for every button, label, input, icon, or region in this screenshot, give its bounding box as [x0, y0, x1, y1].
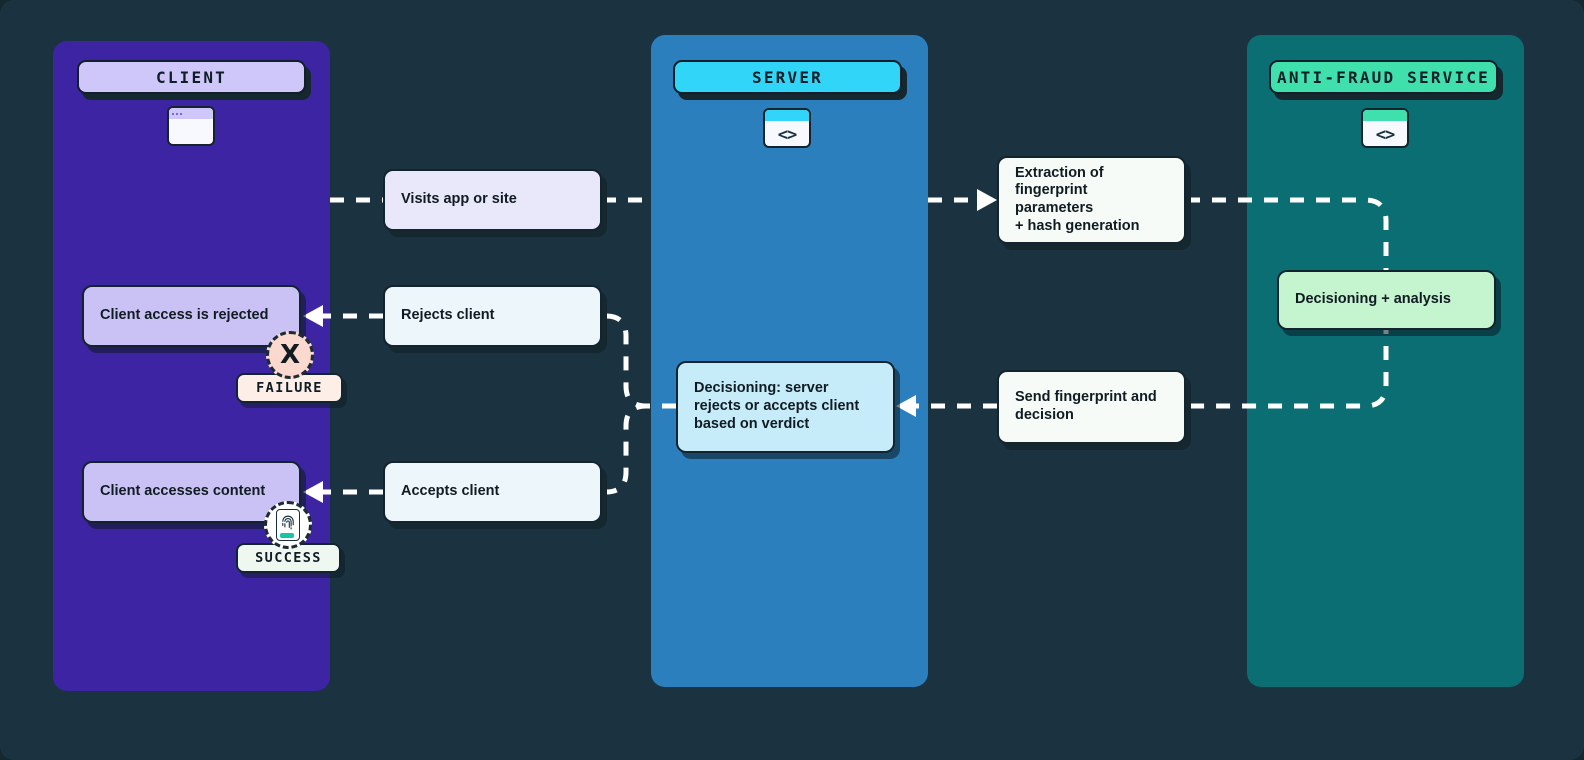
browser-window-icon	[167, 106, 215, 146]
node-visits-app-or-site[interactable]: Visits app or site	[383, 169, 602, 231]
badge-label-success: SUCCESS	[236, 543, 341, 573]
window-dot	[180, 112, 182, 115]
code-window-icon: <>	[763, 108, 811, 148]
node-extraction-of-fingerprint-parameters[interactable]: Extraction of fingerprint parameters + h…	[997, 156, 1186, 244]
success-badge-icon	[264, 501, 312, 549]
code-glyph: <>	[1375, 124, 1395, 145]
fingerprint-icon	[276, 509, 300, 541]
x-icon: X	[279, 340, 301, 370]
window-dot	[176, 112, 178, 115]
code-window-icon: <>	[1361, 108, 1409, 148]
code-glyph: <>	[777, 124, 797, 145]
fingerprint-scan-bar	[280, 533, 294, 538]
fingerprint-swirl	[282, 515, 294, 530]
node-decisioning-plus-analysis[interactable]: Decisioning + analysis	[1277, 270, 1496, 330]
node-accepts-client[interactable]: Accepts client	[383, 461, 602, 523]
code-window-titlebar	[765, 110, 809, 121]
node-rejects-client[interactable]: Rejects client	[383, 285, 602, 347]
node-client-accesses-content[interactable]: Client accesses content	[82, 461, 301, 523]
lane-header-antifraud: ANTI-FRAUD SERVICE	[1269, 60, 1498, 94]
browser-window-body	[169, 119, 213, 144]
node-client-access-is-rejected[interactable]: Client access is rejected	[82, 285, 301, 347]
window-dot	[172, 112, 174, 115]
lane-title-antifraud: ANTI-FRAUD SERVICE	[1277, 67, 1490, 87]
lane-title-server: SERVER	[752, 67, 823, 87]
arrowhead-to-extraction	[977, 189, 997, 211]
lane-header-client: CLIENT	[77, 60, 306, 94]
code-window-titlebar	[1363, 110, 1407, 121]
lane-title-client: CLIENT	[156, 67, 227, 87]
lane-header-server: SERVER	[673, 60, 902, 94]
node-decisioning-server-verdict[interactable]: Decisioning: server rejects or accepts c…	[676, 361, 895, 453]
failure-badge-icon: X	[266, 331, 314, 379]
browser-window-titlebar	[169, 108, 213, 119]
node-send-fingerprint-and-decision[interactable]: Send fingerprint and decision	[997, 370, 1186, 444]
